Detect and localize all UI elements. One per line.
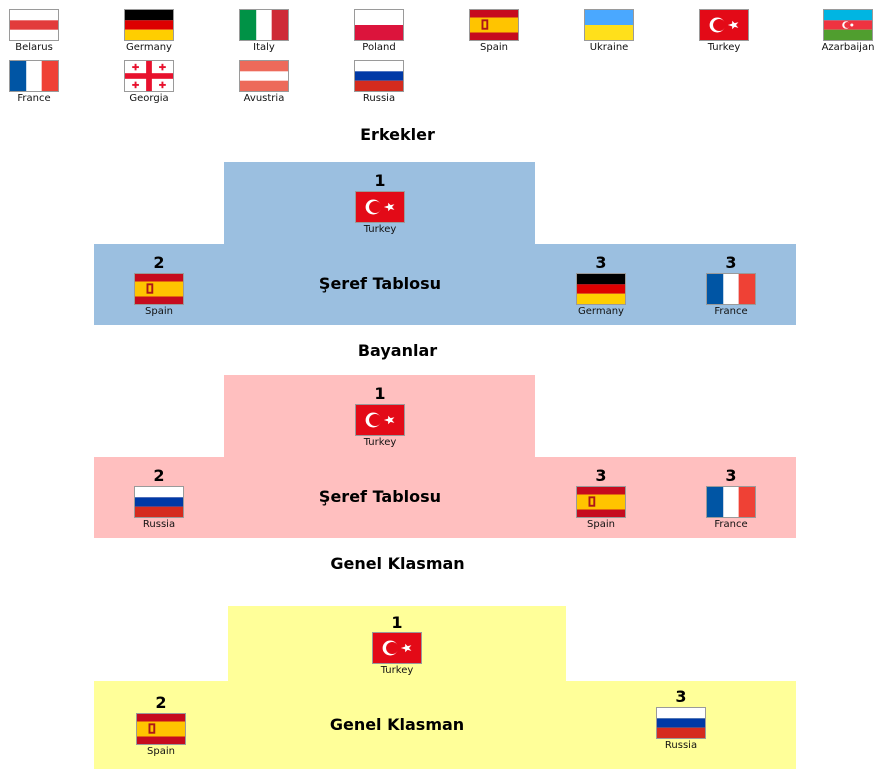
legend-label: Italy xyxy=(253,42,275,53)
third-place-rank: 3 xyxy=(595,466,607,485)
russia-flag-icon xyxy=(656,707,706,739)
second-place-country: Spain xyxy=(145,306,173,317)
first-place-rank: 1 xyxy=(374,171,386,190)
overall-section-title: Genel Klasman xyxy=(330,554,465,573)
poland-flag-icon xyxy=(354,9,404,41)
legend-label: Germany xyxy=(126,42,172,53)
spain-flag-icon xyxy=(576,486,626,518)
third-place-country: Russia xyxy=(664,740,698,751)
first-place-country: Turkey xyxy=(363,224,397,235)
legend-label: Georgia xyxy=(129,93,169,104)
third-place-country: France xyxy=(714,306,748,317)
men-section-title: Erkekler xyxy=(360,125,435,144)
third-place-rank: 3 xyxy=(725,253,737,272)
second-place-country: Spain xyxy=(147,746,175,757)
ukraine-flag-icon xyxy=(584,9,634,41)
podium-label: Şeref Tablosu xyxy=(318,274,442,293)
germany-flag-icon xyxy=(124,9,174,41)
men-podium-base-block xyxy=(94,244,796,325)
first-place-rank: 1 xyxy=(374,384,386,403)
legend-label: Turkey xyxy=(707,42,741,53)
turkey-flag-icon xyxy=(355,404,405,436)
legend-label: Spain xyxy=(480,42,508,53)
spain-flag-icon xyxy=(136,713,186,745)
third-place-rank: 3 xyxy=(675,687,687,706)
second-place-country: Russia xyxy=(142,519,176,530)
second-place-rank: 2 xyxy=(155,693,167,712)
russia-flag-icon xyxy=(134,486,184,518)
women-section-title: Bayanlar xyxy=(357,341,438,360)
france-flag-icon xyxy=(706,486,756,518)
women-podium-base-block xyxy=(94,457,796,538)
russia-flag-icon xyxy=(354,60,404,92)
france-flag-icon xyxy=(706,273,756,305)
third-place-country: Spain xyxy=(587,519,615,530)
third-place-country: France xyxy=(714,519,748,530)
legend-label: France xyxy=(17,93,51,104)
second-place-rank: 2 xyxy=(153,466,165,485)
third-place-rank: 3 xyxy=(595,253,607,272)
italy-flag-icon xyxy=(239,9,289,41)
azerbaijan-flag-icon xyxy=(823,9,873,41)
spain-flag-icon xyxy=(134,273,184,305)
first-place-country: Turkey xyxy=(363,437,397,448)
turkey-flag-icon xyxy=(699,9,749,41)
legend-label: Belarus xyxy=(15,42,53,53)
podium-label: Şeref Tablosu xyxy=(318,487,442,506)
belarus-flag-icon xyxy=(9,9,59,41)
podium-label: Genel Klasman xyxy=(329,715,465,734)
first-place-country: Turkey xyxy=(380,665,414,676)
legend-label: Russia xyxy=(362,93,396,104)
first-place-rank: 1 xyxy=(391,613,403,632)
legend-label: Ukraine xyxy=(589,42,629,53)
third-place-rank: 3 xyxy=(725,466,737,485)
georgia-flag-icon xyxy=(124,60,174,92)
second-place-rank: 2 xyxy=(153,253,165,272)
france-flag-icon xyxy=(9,60,59,92)
turkey-flag-icon xyxy=(372,632,422,664)
legend-label: Poland xyxy=(362,42,396,53)
legend-label: Avustria xyxy=(243,93,285,104)
austria-flag-icon xyxy=(239,60,289,92)
legend-label: Azarbaijan xyxy=(821,42,875,53)
third-place-country: Germany xyxy=(578,306,624,317)
turkey-flag-icon xyxy=(355,191,405,223)
germany-flag-icon xyxy=(576,273,626,305)
spain-flag-icon xyxy=(469,9,519,41)
